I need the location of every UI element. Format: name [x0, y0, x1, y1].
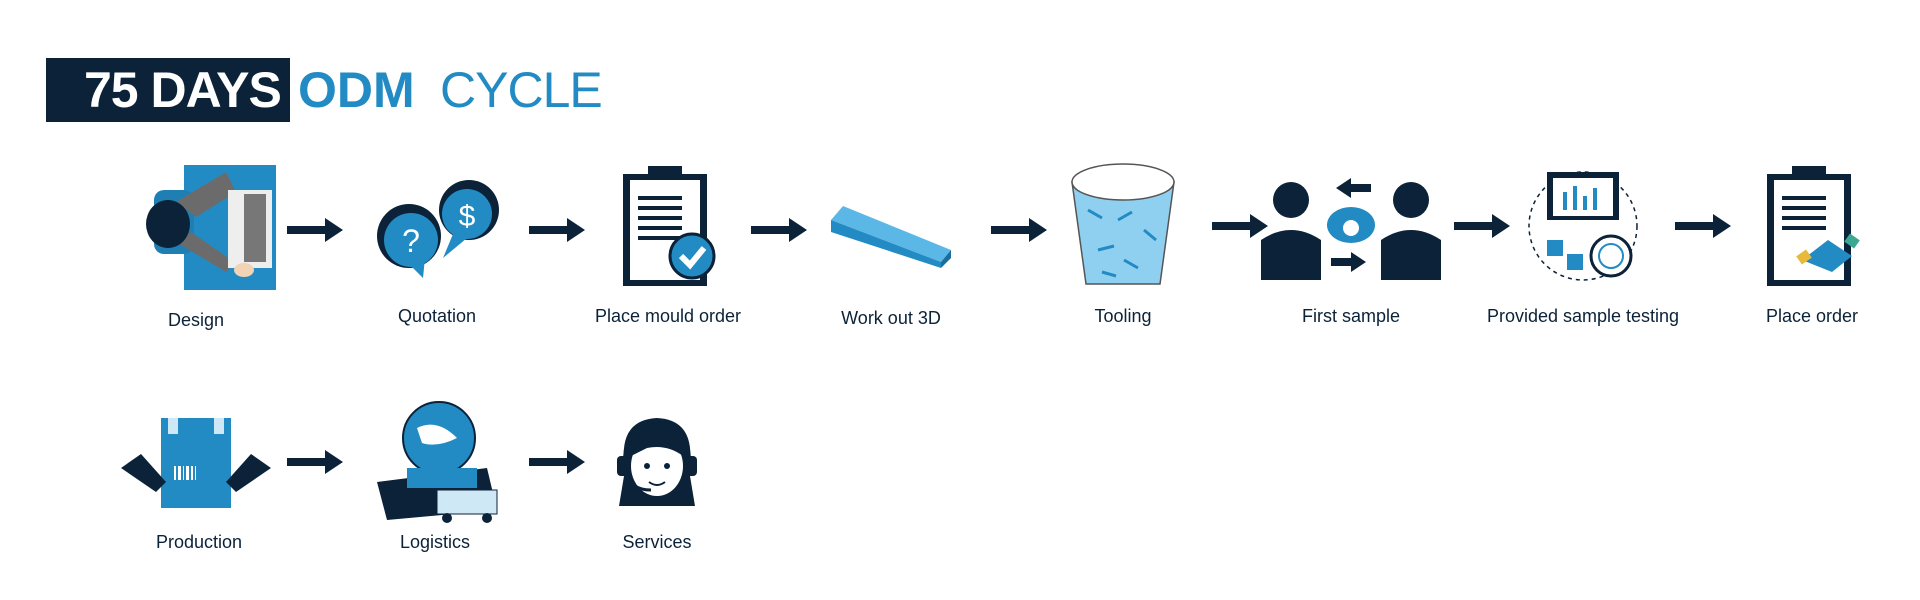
label-tooling: Tooling: [1094, 306, 1152, 326]
sample-testing-icon: [1463, 160, 1703, 290]
label-place-order: Place order: [1765, 306, 1859, 326]
arrow-right-icon: [1212, 214, 1268, 238]
title-cycle: CYCLE: [440, 62, 603, 118]
tooling-bucket-icon: [1003, 160, 1243, 290]
label-first-sample: First sample: [1301, 306, 1400, 326]
design-icon: [76, 162, 316, 292]
label-work-out-3d: Work out 3D: [841, 308, 941, 328]
arrow-right-icon: [529, 450, 585, 474]
logistics-icon: [317, 398, 557, 526]
label-place-mould-order: Place mould order: [594, 306, 742, 326]
first-sample-icon: [1231, 170, 1471, 280]
label-logistics: Logistics: [399, 532, 471, 552]
arrow-right-icon: [751, 218, 807, 242]
arrow-right-icon: [991, 218, 1047, 242]
label-production: Production: [155, 532, 243, 552]
clipboard-handshake-icon: [1692, 160, 1920, 290]
arrow-right-icon: [287, 450, 343, 474]
arrow-right-icon: [287, 218, 343, 242]
headset-agent-icon: [537, 410, 777, 510]
title-odm: ODM: [298, 62, 415, 118]
clipboard-check-icon: [548, 160, 788, 290]
arrow-right-icon: [529, 218, 585, 242]
title-days: 75 DAYS: [84, 62, 282, 118]
quotation-icon: ? $: [317, 178, 557, 278]
label-provided-sample-testing: Provided sample testing: [1486, 306, 1680, 326]
svg-text:$: $: [459, 200, 476, 233]
label-services: Services: [622, 532, 692, 552]
label-design: Design: [167, 310, 225, 330]
svg-text:?: ?: [402, 223, 420, 259]
arrow-right-icon: [1675, 214, 1731, 238]
3d-wedge-icon: [771, 200, 1011, 270]
label-quotation: Quotation: [397, 306, 477, 326]
production-icon: [76, 410, 316, 510]
arrow-right-icon: [1454, 214, 1510, 238]
title-banner: [46, 58, 290, 122]
